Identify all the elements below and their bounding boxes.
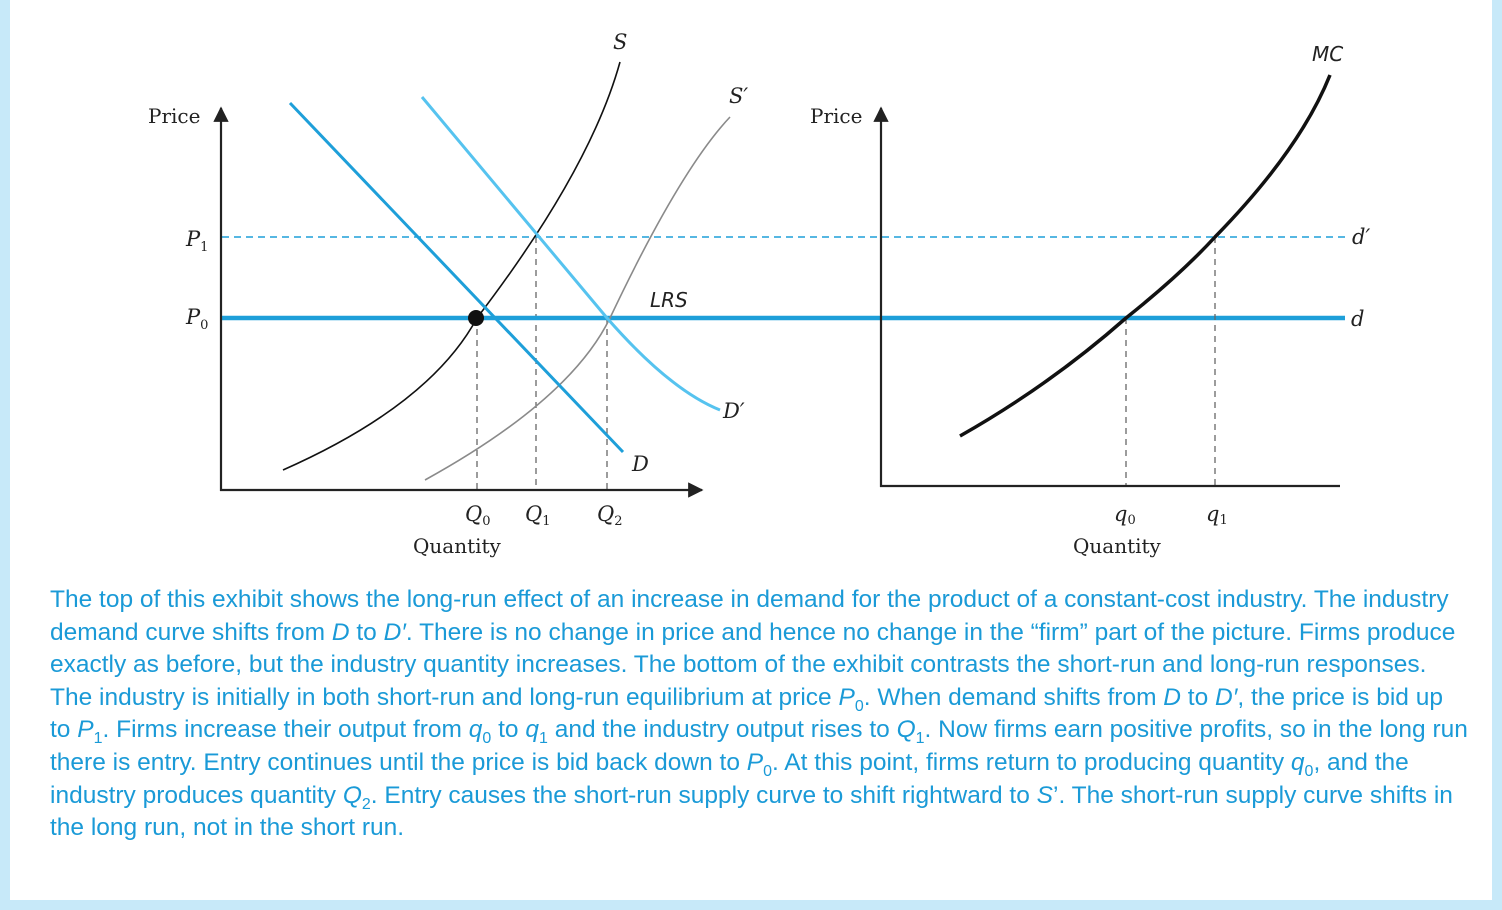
q0-firm-tick-label: q0 [1114, 502, 1136, 528]
caption-run: . Firms increase their output from [102, 716, 469, 744]
caption-run: D′ [1215, 683, 1238, 711]
p0-tick-label: P0 [185, 305, 208, 333]
q1-firm-tick-main: q [1206, 502, 1219, 526]
q1-firm-tick-sub: 1 [1219, 513, 1227, 528]
q2-tick-main: Q [597, 502, 614, 526]
s-curve-label: S [613, 30, 627, 54]
industry-panel: Price Quantity P1 P0 Q0 Q1 Q2 S S′ D D′ … [148, 30, 1350, 558]
q1-tick-label: Q1 [525, 502, 551, 529]
d-prime-firm-label: d′ [1352, 225, 1370, 249]
caption-run: S [1036, 781, 1054, 809]
q1-tick-main: Q [525, 502, 542, 526]
supply-s-prime-curve [424, 116, 731, 481]
caption-run: q [1290, 748, 1305, 776]
caption-subscript: 1 [915, 730, 925, 748]
q1-tick-sub: 1 [542, 514, 550, 529]
caption-subscript: 0 [854, 697, 864, 715]
caption-run: , and the industry produces quantity [50, 748, 1409, 809]
caption-run: D [331, 618, 350, 646]
caption-run: Q [896, 716, 916, 744]
mc-curve-label: MC [1312, 42, 1343, 66]
d-prime-curve-label: D′ [722, 399, 745, 423]
caption-run: . There is no change in price and hence … [50, 618, 1456, 711]
caption-run: . Entry causes the short-run supply curv… [370, 781, 1037, 809]
caption-run: . At this point, firms return to produci… [772, 748, 1291, 776]
s-prime-curve-label: S′ [729, 84, 748, 108]
p1-tick-main: P [185, 227, 201, 251]
caption-run: q [525, 716, 539, 744]
p0-tick-sub: 0 [200, 318, 208, 333]
caption-run: . Now firms earn positive profits, so in… [50, 716, 1468, 776]
mc-curve [959, 74, 1332, 438]
left-y-axis-label: Price [148, 104, 200, 128]
demand-d-prime-curve [420, 96, 721, 412]
lrs-label: LRS [650, 288, 688, 312]
caption-run: P [77, 716, 94, 744]
d-firm-label: d [1351, 307, 1364, 331]
p1-tick-label: P1 [185, 227, 208, 255]
caption-run: to [349, 618, 384, 646]
figure-caption: The top of this exhibit shows the long-r… [50, 584, 1470, 845]
caption-run: to [1181, 683, 1216, 711]
p1-tick-sub: 1 [200, 240, 208, 255]
caption-run: Q [342, 781, 362, 809]
caption-run: , the price is bid up to [50, 683, 1443, 744]
initial-equilibrium-point [468, 310, 484, 326]
caption-subscript: 1 [539, 730, 548, 748]
caption-subscript: 2 [361, 795, 371, 813]
caption-run: D [1163, 683, 1181, 711]
q0-tick-sub: 0 [482, 514, 490, 529]
right-y-axis-label: Price [810, 104, 862, 128]
caption-run: P [838, 683, 855, 711]
q0-firm-tick-sub: 0 [1127, 513, 1135, 528]
caption-run: . When demand shifts from [863, 683, 1164, 711]
caption-run: D′ [383, 618, 406, 646]
firm-panel: Price Quantity q0 q1 MC d′ d [810, 42, 1370, 558]
caption-run: to [491, 716, 526, 744]
caption-run: q [468, 716, 483, 744]
q0-tick-main: Q [465, 502, 482, 526]
d-curve-label: D [631, 452, 649, 476]
caption-subscript: 0 [763, 762, 773, 780]
right-x-axis-label: Quantity [1073, 534, 1162, 558]
economics-diagram: Price Quantity P1 P0 Q0 Q1 Q2 S S′ D D′ … [148, 30, 1370, 558]
caption-subscript: 0 [482, 730, 492, 748]
caption-subscript: 1 [93, 730, 103, 748]
q0-tick-label: Q0 [465, 502, 491, 529]
q0-firm-tick-main: q [1114, 502, 1127, 526]
caption-subscript: 0 [1304, 762, 1314, 780]
q2-tick-sub: 2 [614, 514, 622, 529]
q2-tick-label: Q2 [597, 502, 623, 529]
p0-tick-main: P [185, 305, 201, 329]
supply-s-curve [282, 61, 621, 471]
caption-run: P [746, 748, 764, 776]
caption-run: The top of this exhibit shows the long-r… [50, 586, 1449, 646]
caption-run: and the industry output rises to [547, 716, 897, 744]
left-x-axis-label: Quantity [413, 534, 502, 558]
demand-d-curve [288, 101, 625, 454]
q1-firm-tick-label: q1 [1206, 502, 1228, 528]
caption-run: ’. The short-run supply curve shifts in … [50, 781, 1453, 842]
